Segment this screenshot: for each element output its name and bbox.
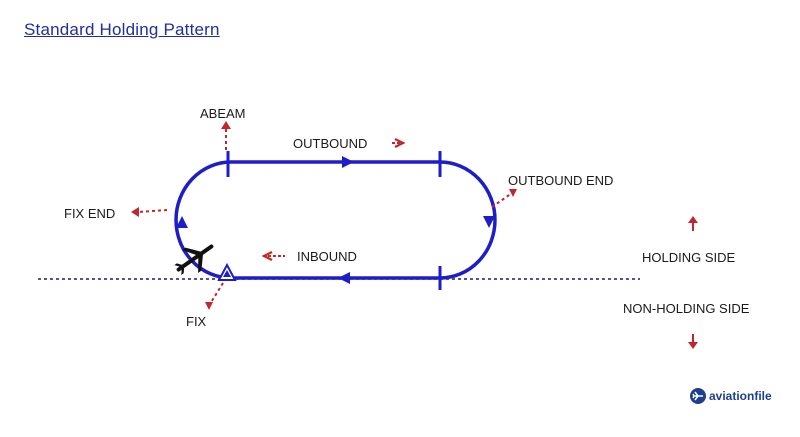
aircraft-icon bbox=[174, 244, 214, 275]
abeam-label: ABEAM bbox=[200, 106, 246, 121]
abeam-pointer bbox=[221, 121, 231, 150]
outbound-label-arrow bbox=[392, 138, 406, 148]
aviationfile-logo: aviationfile bbox=[690, 388, 772, 404]
fix-label: FIX bbox=[186, 314, 207, 329]
fix-end-label: FIX END bbox=[64, 206, 116, 221]
non-holding-side-label: NON-HOLDING SIDE bbox=[623, 301, 750, 316]
fix-pointer bbox=[205, 282, 224, 310]
aviationfile-logo-text: aviationfile bbox=[709, 389, 772, 403]
holding-side-label: HOLDING SIDE bbox=[642, 250, 736, 265]
outbound-end-label: OUTBOUND END bbox=[508, 173, 614, 188]
outbound-label: OUTBOUND bbox=[293, 136, 368, 151]
inbound-direction-arrow bbox=[338, 272, 350, 284]
fix-end-turn-arrow bbox=[176, 216, 188, 228]
outbound-end-pointer bbox=[491, 189, 517, 208]
aviationfile-logo-icon bbox=[690, 388, 706, 404]
outbound-direction-arrow bbox=[342, 156, 354, 168]
holding-side-arrow bbox=[688, 216, 698, 231]
fix-triangle-icon bbox=[217, 262, 237, 281]
inbound-label-arrow bbox=[261, 251, 285, 261]
inbound-label: INBOUND bbox=[297, 249, 357, 264]
fix-end-pointer bbox=[131, 207, 168, 217]
non-holding-side-arrow bbox=[688, 334, 698, 349]
diagram-title: Standard Holding Pattern bbox=[24, 20, 220, 39]
outbound-end-turn-arrow bbox=[483, 216, 495, 228]
